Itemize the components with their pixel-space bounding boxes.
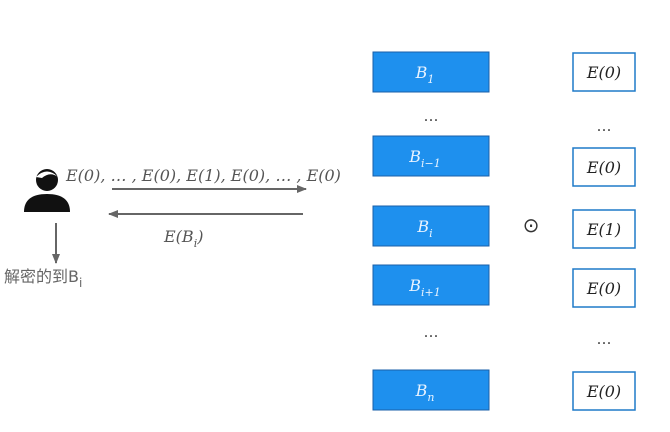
encrypted-ellipsis: …: [597, 330, 612, 348]
block-box: [372, 369, 490, 411]
block-label: B1​: [415, 63, 435, 86]
block-label: Bn​: [415, 381, 435, 404]
encrypted-box: [572, 209, 636, 249]
block-label: Bi+1​: [408, 276, 441, 299]
encrypted-label: E(0): [586, 279, 621, 298]
encrypted-box: [572, 268, 636, 308]
encrypted-box: [572, 371, 636, 411]
block-box: [372, 205, 490, 247]
decrypt-label: 解密的到Bi​: [4, 267, 82, 290]
send-label: E(0), … , E(0), E(1), E(0), … , E(0): [65, 166, 341, 185]
block-ellipsis: …: [424, 323, 439, 341]
encrypted-label: E(0): [586, 382, 621, 401]
encrypted-ellipsis: …: [597, 117, 612, 135]
encrypted-label: E(0): [586, 158, 621, 177]
block-box: [372, 264, 490, 306]
encrypted-column: E(0) … E(0) E(1) E(0) … E(0): [572, 52, 636, 411]
receive-label: E(Bi​): [163, 227, 203, 250]
block-column: B1​ … Bi−1​ Bi​ Bi+1​ … Bn​: [372, 51, 490, 411]
encrypted-box: [572, 52, 636, 92]
hadamard-operator: ⊙: [523, 213, 540, 237]
encrypted-label: E(1): [586, 220, 621, 239]
block-box: [372, 135, 490, 177]
block-label: Bi​: [416, 217, 432, 240]
block-label: Bi−1​: [408, 147, 441, 170]
block-box: [372, 51, 490, 93]
encrypted-box: [572, 147, 636, 187]
encrypted-label: E(0): [586, 63, 621, 82]
block-ellipsis: …: [424, 107, 439, 125]
user-icon: [24, 169, 70, 212]
